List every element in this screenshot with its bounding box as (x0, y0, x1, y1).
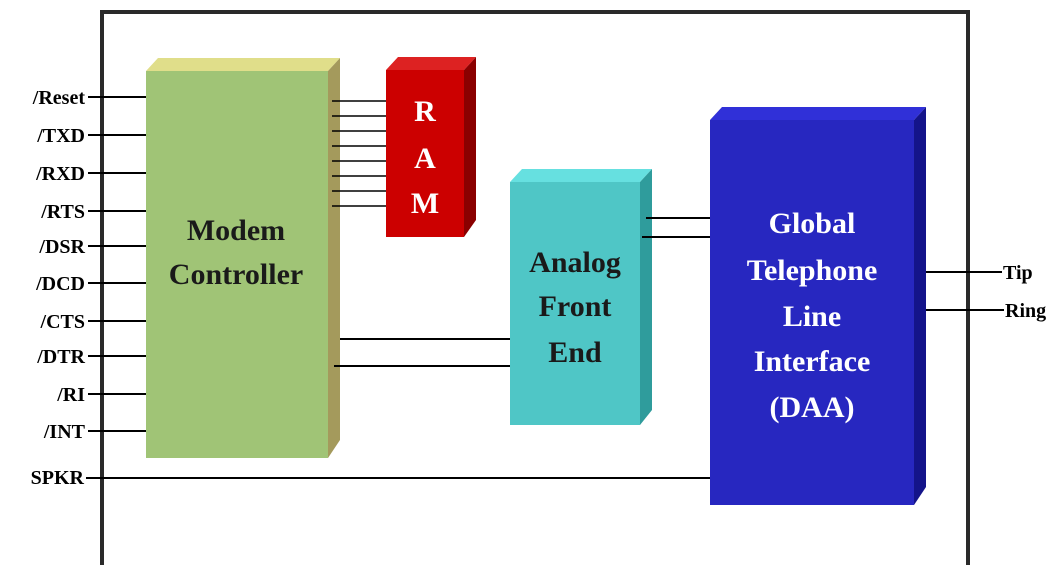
analog-front-end-side (640, 169, 652, 425)
speaker-pin: SPKR (31, 467, 710, 489)
ram-letter-a: A (414, 142, 436, 175)
pin-label-rxd: /RXD (35, 163, 85, 185)
modem-controller-label-line-2: Controller (169, 258, 303, 291)
daa-label-line-2: Telephone (747, 254, 878, 287)
left-pin-group: /Reset/TXD/RXD/RTS/DSR/DCD/CTS/DTR/RI/IN… (32, 87, 146, 443)
modem-controller-side (328, 58, 340, 458)
ram-side (464, 57, 476, 237)
daa-label-line-1: Global (769, 207, 856, 240)
speaker-pin-label: SPKR (31, 467, 85, 489)
controller-ram-bus (332, 100, 386, 207)
chip-enclosure (100, 10, 970, 565)
analog-front-end-front (510, 182, 640, 425)
afe-daa-bus (642, 217, 710, 238)
analog-front-end-label-line-2: Front (539, 290, 612, 323)
daa-top (710, 107, 926, 120)
controller-afe-bus (334, 338, 510, 367)
ram-top (386, 57, 476, 70)
pin-label-cts: /CTS (40, 311, 85, 333)
daa-label-line-5: (DAA) (770, 391, 855, 424)
daa-block: Global Telephone Line Interface (DAA) (710, 107, 926, 505)
pin-label-reset: /Reset (32, 87, 86, 109)
pin-label-dtr: /DTR (36, 346, 85, 368)
pin-label-dsr: /DSR (38, 236, 85, 258)
right-pin-group: Tip Ring (926, 262, 1046, 322)
ring-pin-label: Ring (1005, 300, 1046, 322)
analog-front-end-top (510, 169, 652, 182)
ram-front (386, 70, 464, 237)
ram-letter-r: R (414, 95, 436, 128)
daa-front (710, 120, 914, 505)
pin-label-dcd: /DCD (35, 273, 85, 295)
ram-letter-m: M (411, 187, 439, 220)
modem-controller-block: Modem Controller (146, 58, 340, 458)
ram-block: R A M (386, 57, 476, 237)
pin-label-txd: /TXD (36, 125, 85, 147)
modem-controller-label-line-1: Modem (187, 214, 285, 247)
daa-side (914, 107, 926, 505)
pin-label-int: /INT (43, 421, 86, 443)
analog-front-end-block: Analog Front End (510, 169, 652, 425)
pin-label-ri: /RI (56, 384, 85, 406)
analog-front-end-label-line-1: Analog (529, 246, 621, 279)
daa-label-line-4: Interface (754, 345, 871, 378)
analog-front-end-label-line-3: End (548, 336, 602, 369)
modem-controller-top (146, 58, 340, 71)
pin-label-rts: /RTS (40, 201, 85, 223)
tip-pin-label: Tip (1003, 262, 1033, 284)
modem-controller-front (146, 71, 328, 458)
daa-label-line-3: Line (783, 300, 841, 333)
